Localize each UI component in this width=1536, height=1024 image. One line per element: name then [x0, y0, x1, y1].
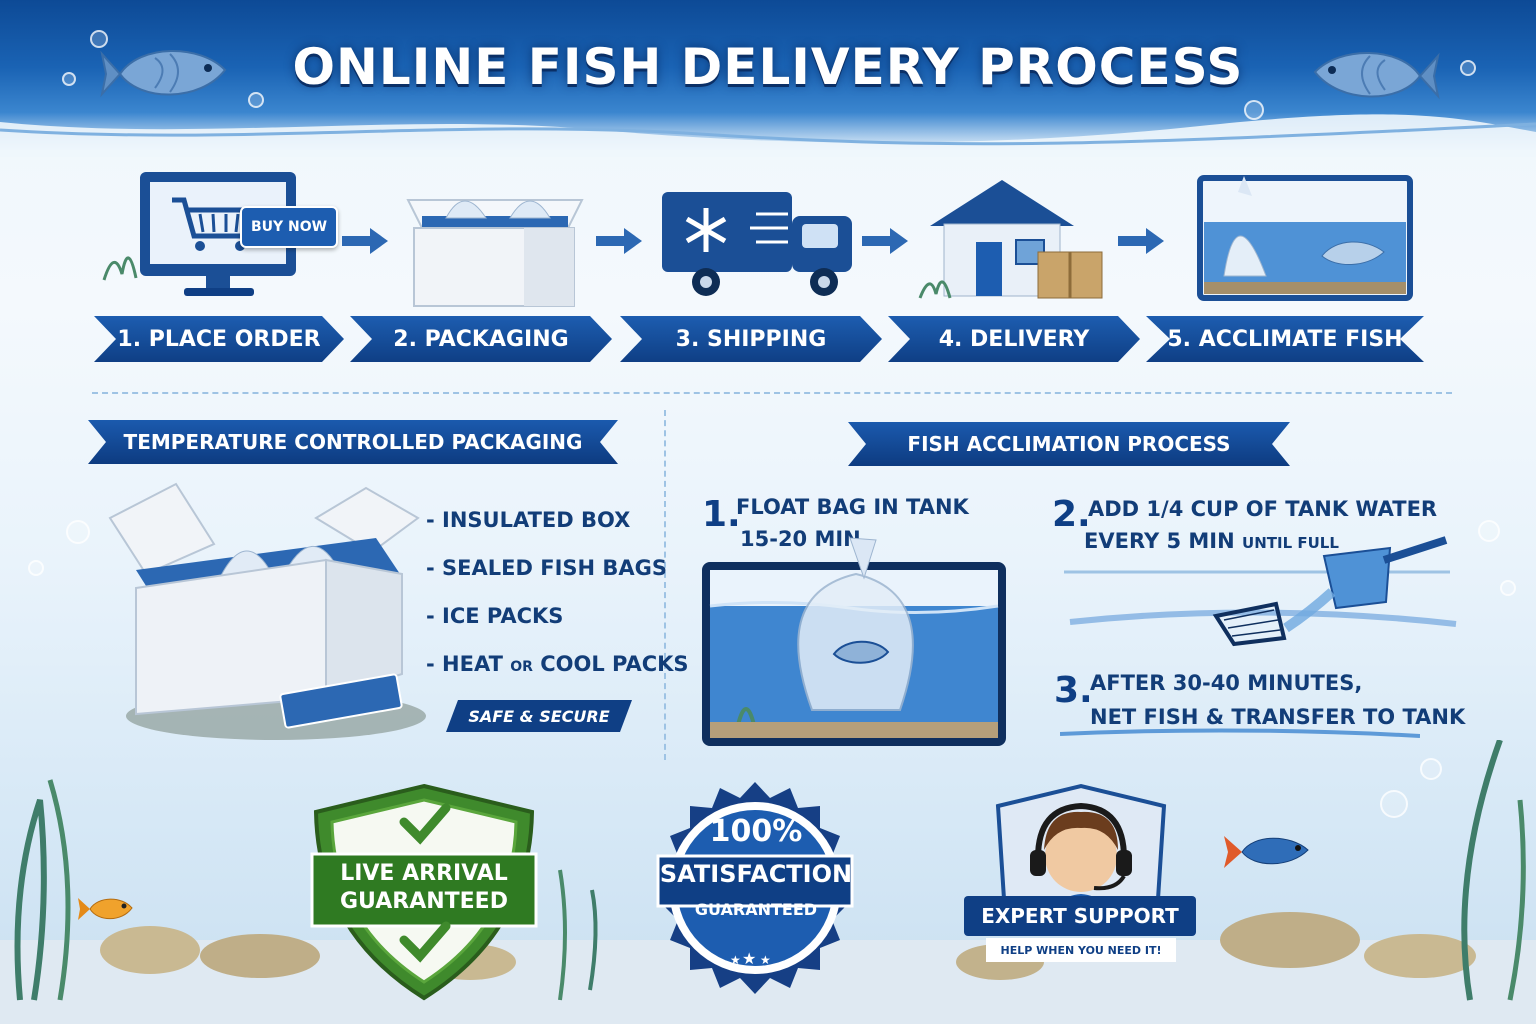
live-arrival-badge: LIVE ARRIVAL GUARANTEED	[312, 860, 536, 916]
bubble	[1500, 580, 1516, 596]
step-label-delivery: 4. DELIVERY	[888, 316, 1140, 362]
satisfaction-label: SATISFACTION	[659, 860, 853, 888]
acclimation-step2-number: 2.	[1052, 494, 1091, 535]
feature-insulated-box: - INSULATED BOX	[426, 508, 631, 532]
feature-heat-end: COOL PACKS	[540, 652, 689, 676]
step-label-shipping: 3. SHIPPING	[620, 316, 882, 362]
acclimation-step3-line2: NET FISH & TRANSFER TO TANK	[1090, 705, 1466, 729]
header-wave	[0, 114, 1536, 157]
monitor-cart-icon	[102, 172, 296, 296]
feature-heat-main: - HEAT	[426, 652, 503, 676]
bubble	[62, 72, 76, 86]
insulated-box-illustration	[108, 482, 426, 740]
feature-ice-packs: - ICE PACKS	[426, 604, 564, 628]
expert-support-title: EXPERT SUPPORT	[964, 896, 1196, 936]
cup-and-net-icon	[1064, 536, 1457, 647]
bubble	[90, 30, 108, 48]
bubble	[66, 520, 90, 544]
live-arrival-line2: GUARANTEED	[340, 889, 508, 914]
buy-now-button[interactable]: BUY NOW	[240, 206, 338, 248]
acclimation-step3-number: 3.	[1054, 670, 1093, 711]
blue-fish-icon	[1224, 836, 1309, 868]
aquarium-bag-icon	[1197, 175, 1413, 301]
foam-box-icon	[406, 199, 584, 307]
expert-support-subtitle: HELP WHEN YOU NEED IT!	[986, 938, 1176, 962]
bubble	[1478, 520, 1500, 542]
step-label-place-order: 1. PLACE ORDER	[94, 316, 344, 362]
satisfaction-percent: 100%	[709, 814, 803, 849]
acclimation-step1-line1: FLOAT BAG IN TANK	[736, 495, 969, 519]
acclimation-step2-line2-small: UNTIL FULL	[1242, 534, 1339, 552]
bubble	[1244, 100, 1264, 120]
arrow-right-icon	[1118, 228, 1164, 254]
packaging-section-title: TEMPERATURE CONTROLLED PACKAGING	[88, 420, 618, 464]
bubble	[1380, 790, 1408, 818]
live-arrival-line1: LIVE ARRIVAL	[340, 861, 508, 886]
house-package-icon	[918, 180, 1103, 299]
acclimation-step3-line1: AFTER 30-40 MINUTES,	[1090, 671, 1363, 695]
expert-support-shield-icon	[995, 783, 1167, 932]
refrigerated-truck-icon	[662, 192, 852, 296]
acclimation-section-title: FISH ACCLIMATION PROCESS	[848, 422, 1290, 466]
svg-text:★: ★	[742, 949, 756, 968]
acclimation-step2-line2-main: EVERY 5 MIN	[1084, 529, 1235, 553]
fish-left-icon	[100, 50, 227, 98]
feature-heat-or: OR	[510, 659, 533, 675]
svg-text:★: ★	[760, 953, 771, 967]
bubble	[1420, 758, 1442, 780]
bubble	[1460, 60, 1476, 76]
acclimation-step1-line2: 15-20 MIN	[740, 527, 861, 551]
floating-bag-tank-icon	[702, 537, 1006, 746]
bubble	[248, 92, 264, 108]
arrow-right-icon	[862, 228, 908, 254]
satisfaction-guaranteed: GUARANTEED	[694, 900, 818, 919]
satisfaction-seal-icon: ★ ★ ★	[656, 782, 854, 994]
bubble	[28, 560, 44, 576]
arrow-right-icon	[596, 228, 642, 254]
svg-text:★: ★	[730, 953, 741, 967]
acclimation-step1-number: 1.	[702, 494, 741, 535]
step-label-packaging: 2. PACKAGING	[350, 316, 612, 362]
goldfish-icon	[78, 898, 133, 920]
feature-sealed-bags: - SEALED FISH BAGS	[426, 556, 668, 580]
section-divider	[92, 392, 1452, 394]
live-arrival-shield-icon	[310, 783, 538, 1001]
step-label-acclimate: 5. ACCLIMATE FISH	[1146, 316, 1424, 362]
acclimation-step2-line2: EVERY 5 MIN UNTIL FULL	[1084, 526, 1339, 558]
arrow-right-icon	[342, 228, 388, 254]
acclimation-step2-line1: ADD 1/4 CUP OF TANK WATER	[1088, 497, 1438, 521]
water-line	[1060, 728, 1420, 738]
column-divider	[664, 410, 666, 760]
page-title: ONLINE FISH DELIVERY PROCESS	[292, 38, 1244, 96]
feature-heat-cool-packs: - HEAT OR COOL PACKS	[426, 652, 689, 676]
safe-secure-tag: SAFE & SECURE	[446, 700, 632, 732]
fish-right-icon	[1313, 52, 1440, 100]
